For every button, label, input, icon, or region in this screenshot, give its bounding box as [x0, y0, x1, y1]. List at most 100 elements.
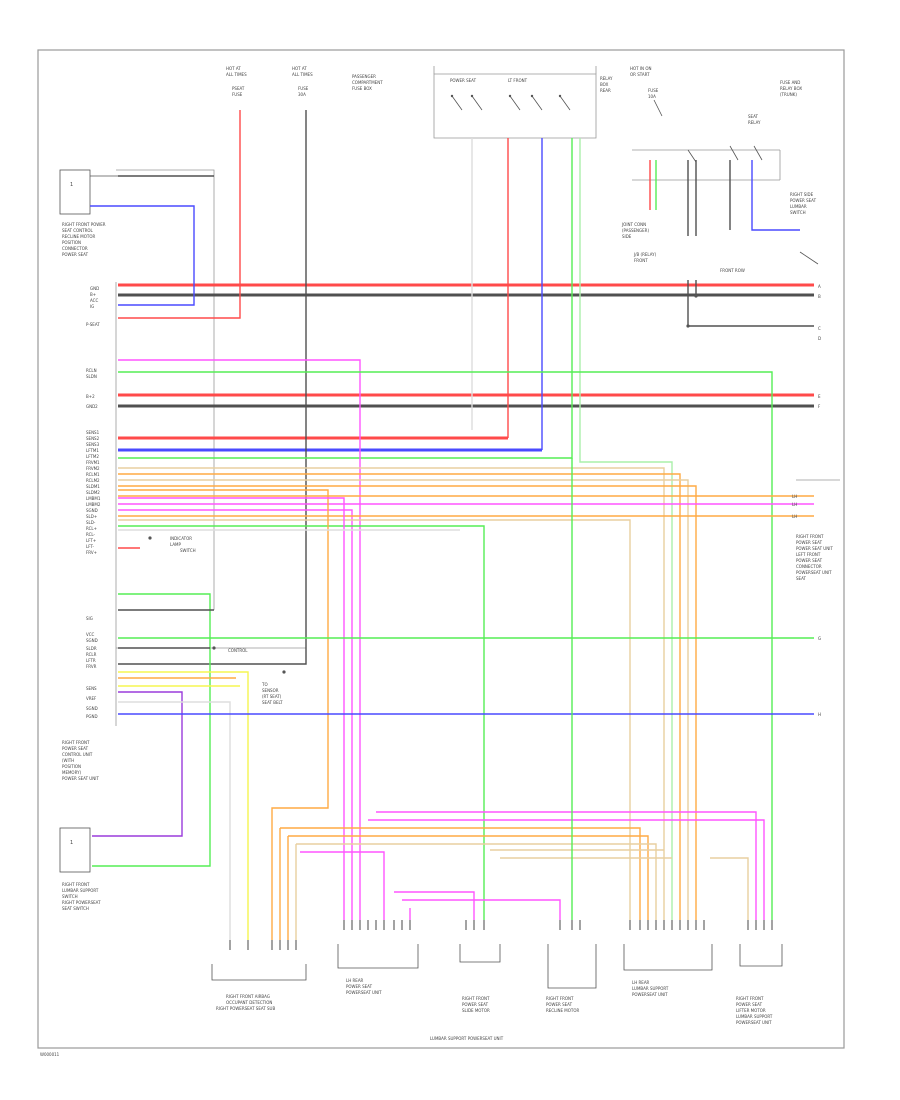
svg-text:SWITCH: SWITCH — [180, 548, 196, 553]
svg-text:RELAY: RELAY — [600, 76, 613, 81]
svg-text:POWER SEAT: POWER SEAT — [736, 1002, 763, 1007]
lower-left-wires — [92, 593, 814, 940]
svg-text:SLDM1: SLDM1 — [86, 484, 100, 489]
svg-text:LFTR: LFTR — [86, 658, 96, 663]
svg-text:INDICATOR: INDICATOR — [170, 536, 192, 541]
svg-text:RIGHT FRONT POWER: RIGHT FRONT POWER — [62, 222, 106, 227]
svg-text:FRVR: FRVR — [86, 664, 97, 669]
svg-text:LT FRONT: LT FRONT — [508, 78, 528, 83]
svg-text:LFTM1: LFTM1 — [86, 448, 99, 453]
svg-text:POWER SEAT: POWER SEAT — [790, 198, 817, 203]
svg-text:SENS: SENS — [86, 686, 97, 691]
svg-text:SENS1: SENS1 — [86, 430, 100, 435]
svg-text:POWERSEAT UNIT: POWERSEAT UNIT — [796, 570, 832, 575]
svg-text:FRVM1: FRVM1 — [86, 460, 100, 465]
svg-text:FUSE: FUSE — [232, 92, 243, 97]
svg-text:CONTROL: CONTROL — [228, 648, 248, 653]
svg-text:1: 1 — [70, 840, 73, 846]
svg-text:SEAT CONTROL: SEAT CONTROL — [62, 228, 94, 233]
svg-text:RIGHT FRONT AIRBAG: RIGHT FRONT AIRBAG — [226, 994, 270, 999]
svg-text:LFTM2: LFTM2 — [86, 454, 99, 459]
splice-points — [148, 294, 698, 674]
bottom-connectors — [229, 920, 773, 950]
svg-text:OR START: OR START — [630, 72, 650, 77]
svg-text:POWER SEAT UNIT: POWER SEAT UNIT — [796, 546, 833, 551]
svg-text:LUMBAR: LUMBAR — [790, 204, 807, 209]
switch-upper-left: 1 RIGHT FRONT POWER SEAT CONTROL RECLINE… — [59, 169, 118, 257]
svg-text:D: D — [818, 336, 821, 341]
svg-text:SENSOR: SENSOR — [262, 688, 279, 693]
svg-text:ALL TIMES: ALL TIMES — [226, 72, 247, 77]
svg-text:FRV+: FRV+ — [86, 550, 97, 555]
svg-text:COMPARTMENT: COMPARTMENT — [352, 80, 383, 85]
svg-text:RIGHT FRONT: RIGHT FRONT — [462, 996, 490, 1001]
fuse-feed-wires — [118, 110, 814, 920]
svg-text:JOINT CONN: JOINT CONN — [621, 222, 646, 227]
svg-text:SLD-: SLD- — [86, 520, 96, 525]
svg-text:ALL TIMES: ALL TIMES — [292, 72, 313, 77]
svg-text:SEAT: SEAT — [796, 576, 806, 581]
svg-text:RCLR: RCLR — [86, 652, 97, 657]
svg-text:LH: LH — [792, 502, 797, 507]
svg-text:OCCUPANT DETECTION: OCCUPANT DETECTION — [226, 1000, 272, 1005]
svg-text:VREF: VREF — [86, 696, 97, 701]
svg-text:B+: B+ — [90, 292, 96, 297]
svg-text:SGND: SGND — [86, 638, 98, 643]
svg-text:IG: IG — [90, 304, 94, 309]
svg-text:SLDR: SLDR — [86, 646, 97, 651]
svg-text:PGND: PGND — [86, 714, 98, 719]
svg-text:SENS3: SENS3 — [86, 442, 100, 447]
svg-text:A: A — [818, 284, 821, 289]
svg-text:FRONT: FRONT — [634, 258, 648, 263]
svg-text:BOX: BOX — [600, 82, 609, 87]
svg-text:RIGHT POWERSEAT: RIGHT POWERSEAT — [62, 900, 101, 905]
svg-text:POWER SEAT: POWER SEAT — [62, 746, 89, 751]
svg-text:POWER SEAT: POWER SEAT — [546, 1002, 573, 1007]
svg-text:RIGHT POWERSEAT SEAT SUB: RIGHT POWERSEAT SEAT SUB — [216, 1006, 275, 1011]
svg-text:(PASSENGER): (PASSENGER) — [622, 228, 649, 233]
svg-text:POWER SEAT UNIT: POWER SEAT UNIT — [62, 776, 99, 781]
svg-text:SEAT: SEAT — [748, 114, 758, 119]
svg-text:PSEAT: PSEAT — [232, 86, 245, 91]
svg-text:SIG: SIG — [86, 616, 93, 621]
svg-text:GND2: GND2 — [86, 404, 98, 409]
svg-text:FUSE AND: FUSE AND — [780, 80, 800, 85]
svg-text:LUMBAR SUPPORT: LUMBAR SUPPORT — [632, 986, 669, 991]
signal-wires — [118, 359, 814, 940]
svg-text:LUMBAR SUPPORT: LUMBAR SUPPORT — [736, 1014, 773, 1019]
svg-text:10A: 10A — [648, 94, 656, 99]
svg-text:B+2: B+2 — [86, 394, 95, 399]
svg-text:FUSE: FUSE — [298, 86, 309, 91]
svg-text:30A: 30A — [298, 92, 306, 97]
svg-text:J/B (RELAY): J/B (RELAY) — [633, 252, 657, 257]
svg-text:LH REAR: LH REAR — [346, 978, 364, 983]
svg-text:SLD+: SLD+ — [86, 514, 97, 519]
svg-text:LFT-: LFT- — [86, 544, 95, 549]
svg-text:SGND: SGND — [86, 706, 98, 711]
svg-text:(RT SEAT): (RT SEAT) — [262, 694, 282, 699]
bottom-components: RIGHT FRONT AIRBAG OCCUPANT DETECTION RI… — [211, 944, 783, 1041]
right-fuse-area: JOINT CONN(PASSENGER) SIDE J/B (RELAY)FR… — [621, 99, 819, 273]
svg-text:RIGHT FRONT: RIGHT FRONT — [62, 740, 90, 745]
svg-text:RECLINE MOTOR: RECLINE MOTOR — [546, 1008, 579, 1013]
svg-text:SENS2: SENS2 — [86, 436, 100, 441]
switch-upper-wires — [90, 175, 214, 306]
svg-text:CONNECTOR: CONNECTOR — [62, 246, 88, 251]
svg-text:GND: GND — [90, 286, 99, 291]
svg-text:(WITH: (WITH — [62, 758, 74, 763]
svg-text:HOT IN ON: HOT IN ON — [630, 66, 651, 71]
svg-text:SLIDE MOTOR: SLIDE MOTOR — [462, 1008, 490, 1013]
svg-text:LUMBAR SUPPORT: LUMBAR SUPPORT — [62, 888, 99, 893]
svg-text:RIGHT SIDE: RIGHT SIDE — [790, 192, 814, 197]
svg-text:RECLINE MOTOR: RECLINE MOTOR — [62, 234, 95, 239]
svg-text:FRVM2: FRVM2 — [86, 466, 100, 471]
svg-text:SGND: SGND — [86, 508, 98, 513]
svg-text:SIDE: SIDE — [622, 234, 632, 239]
svg-text:LMBM2: LMBM2 — [86, 502, 101, 507]
svg-text:LIFTER MOTOR: LIFTER MOTOR — [736, 1008, 766, 1013]
svg-text:SEAT BELT: SEAT BELT — [262, 700, 283, 705]
